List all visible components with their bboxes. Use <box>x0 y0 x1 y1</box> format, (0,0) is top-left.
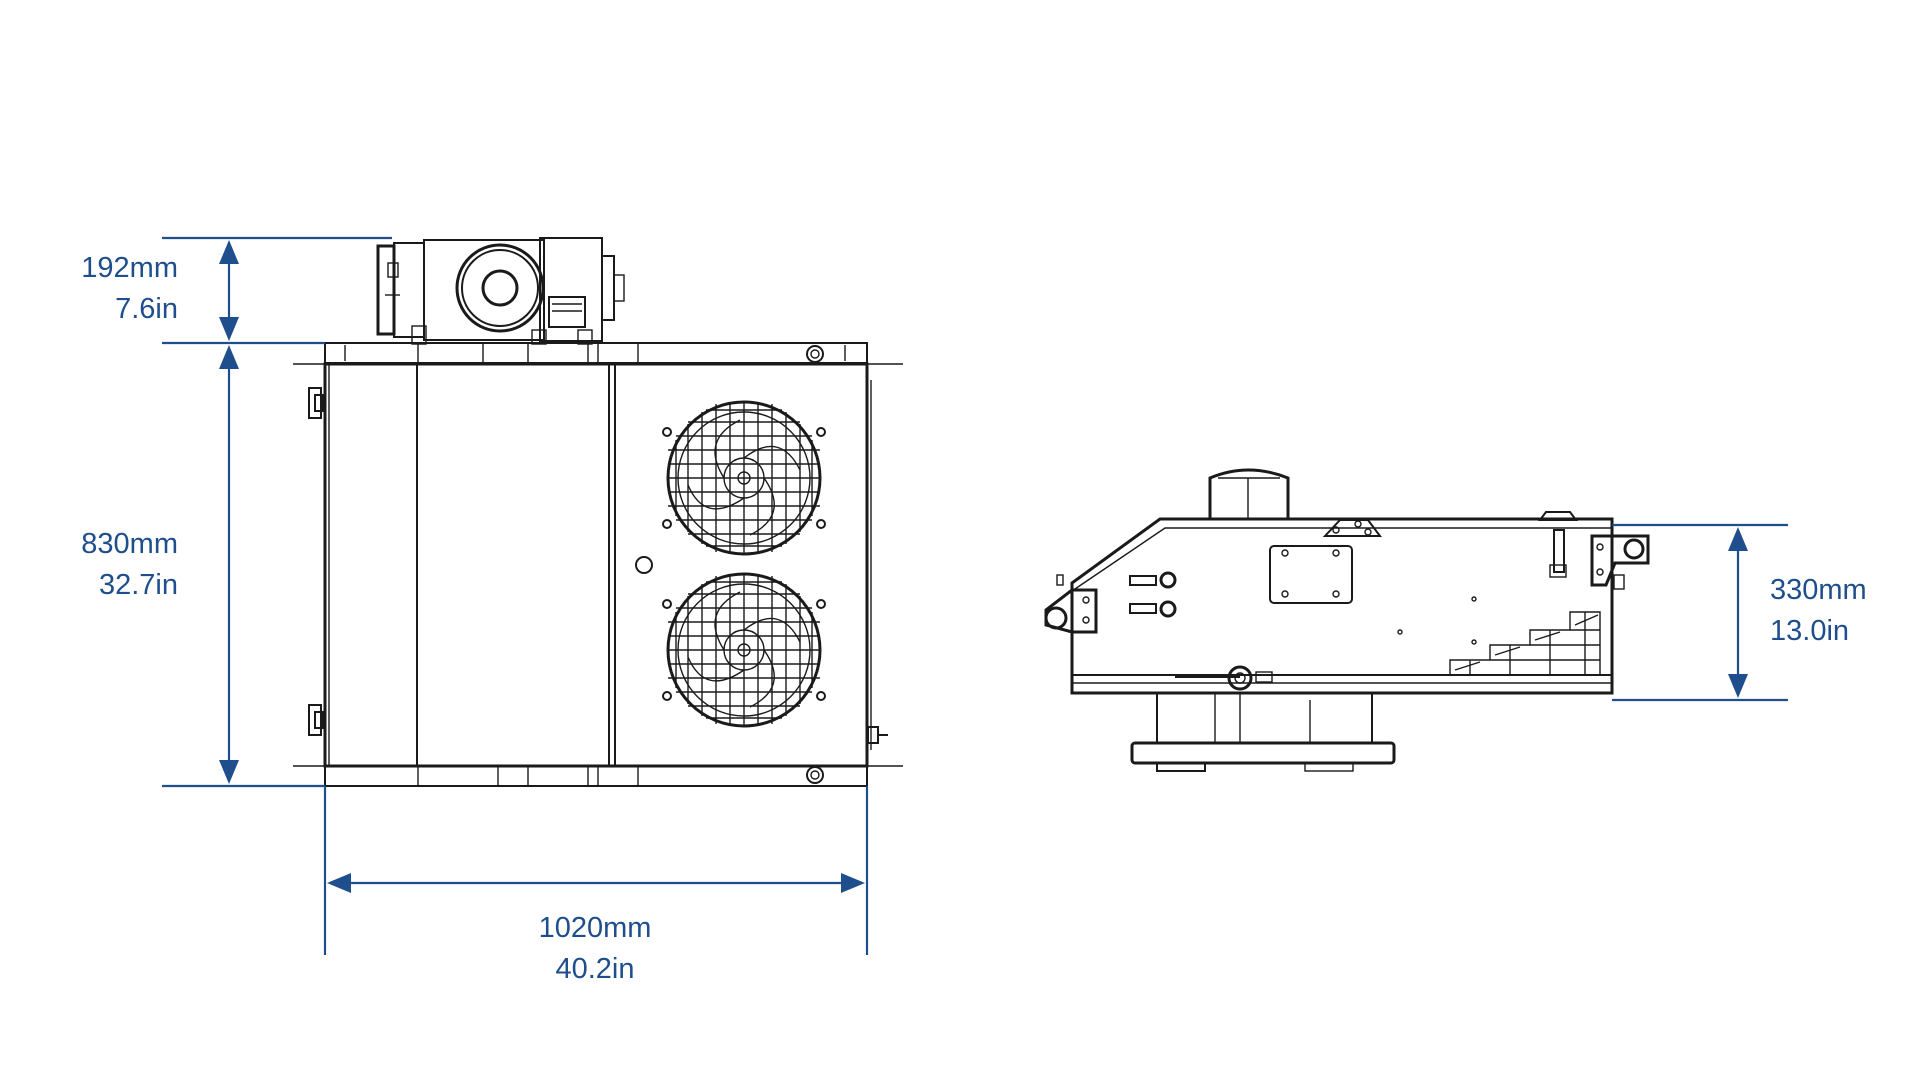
fan-guard-lower <box>662 572 826 728</box>
dim-side-height-mm: 330mm <box>1770 574 1867 606</box>
dim-label-side-height: 330mm 13.0in <box>1770 570 1910 652</box>
top-view <box>293 237 903 787</box>
dim-top-unit-height-in: 7.6in <box>115 293 178 325</box>
dim-label-body-width: 1020mm 40.2in <box>500 908 690 990</box>
side-grille <box>1449 611 1601 675</box>
dim-label-top-unit-height: 192mm 7.6in <box>40 248 178 330</box>
dim-body-depth-in: 32.7in <box>98 569 178 601</box>
fan-guard-upper <box>662 400 826 556</box>
dim-body-width-mm: 1020mm <box>538 912 652 944</box>
dim-body-width-in: 40.2in <box>555 953 635 985</box>
dim-top-unit-height-mm: 192mm <box>81 252 178 284</box>
dim-label-body-depth: 830mm 32.7in <box>40 524 178 606</box>
dim-side-height-in: 13.0in <box>1770 615 1850 647</box>
blower-unit <box>376 237 625 345</box>
dim-body-depth-mm: 830mm <box>81 528 178 560</box>
dimension-lines <box>162 236 1788 955</box>
side-view <box>1044 468 1650 772</box>
